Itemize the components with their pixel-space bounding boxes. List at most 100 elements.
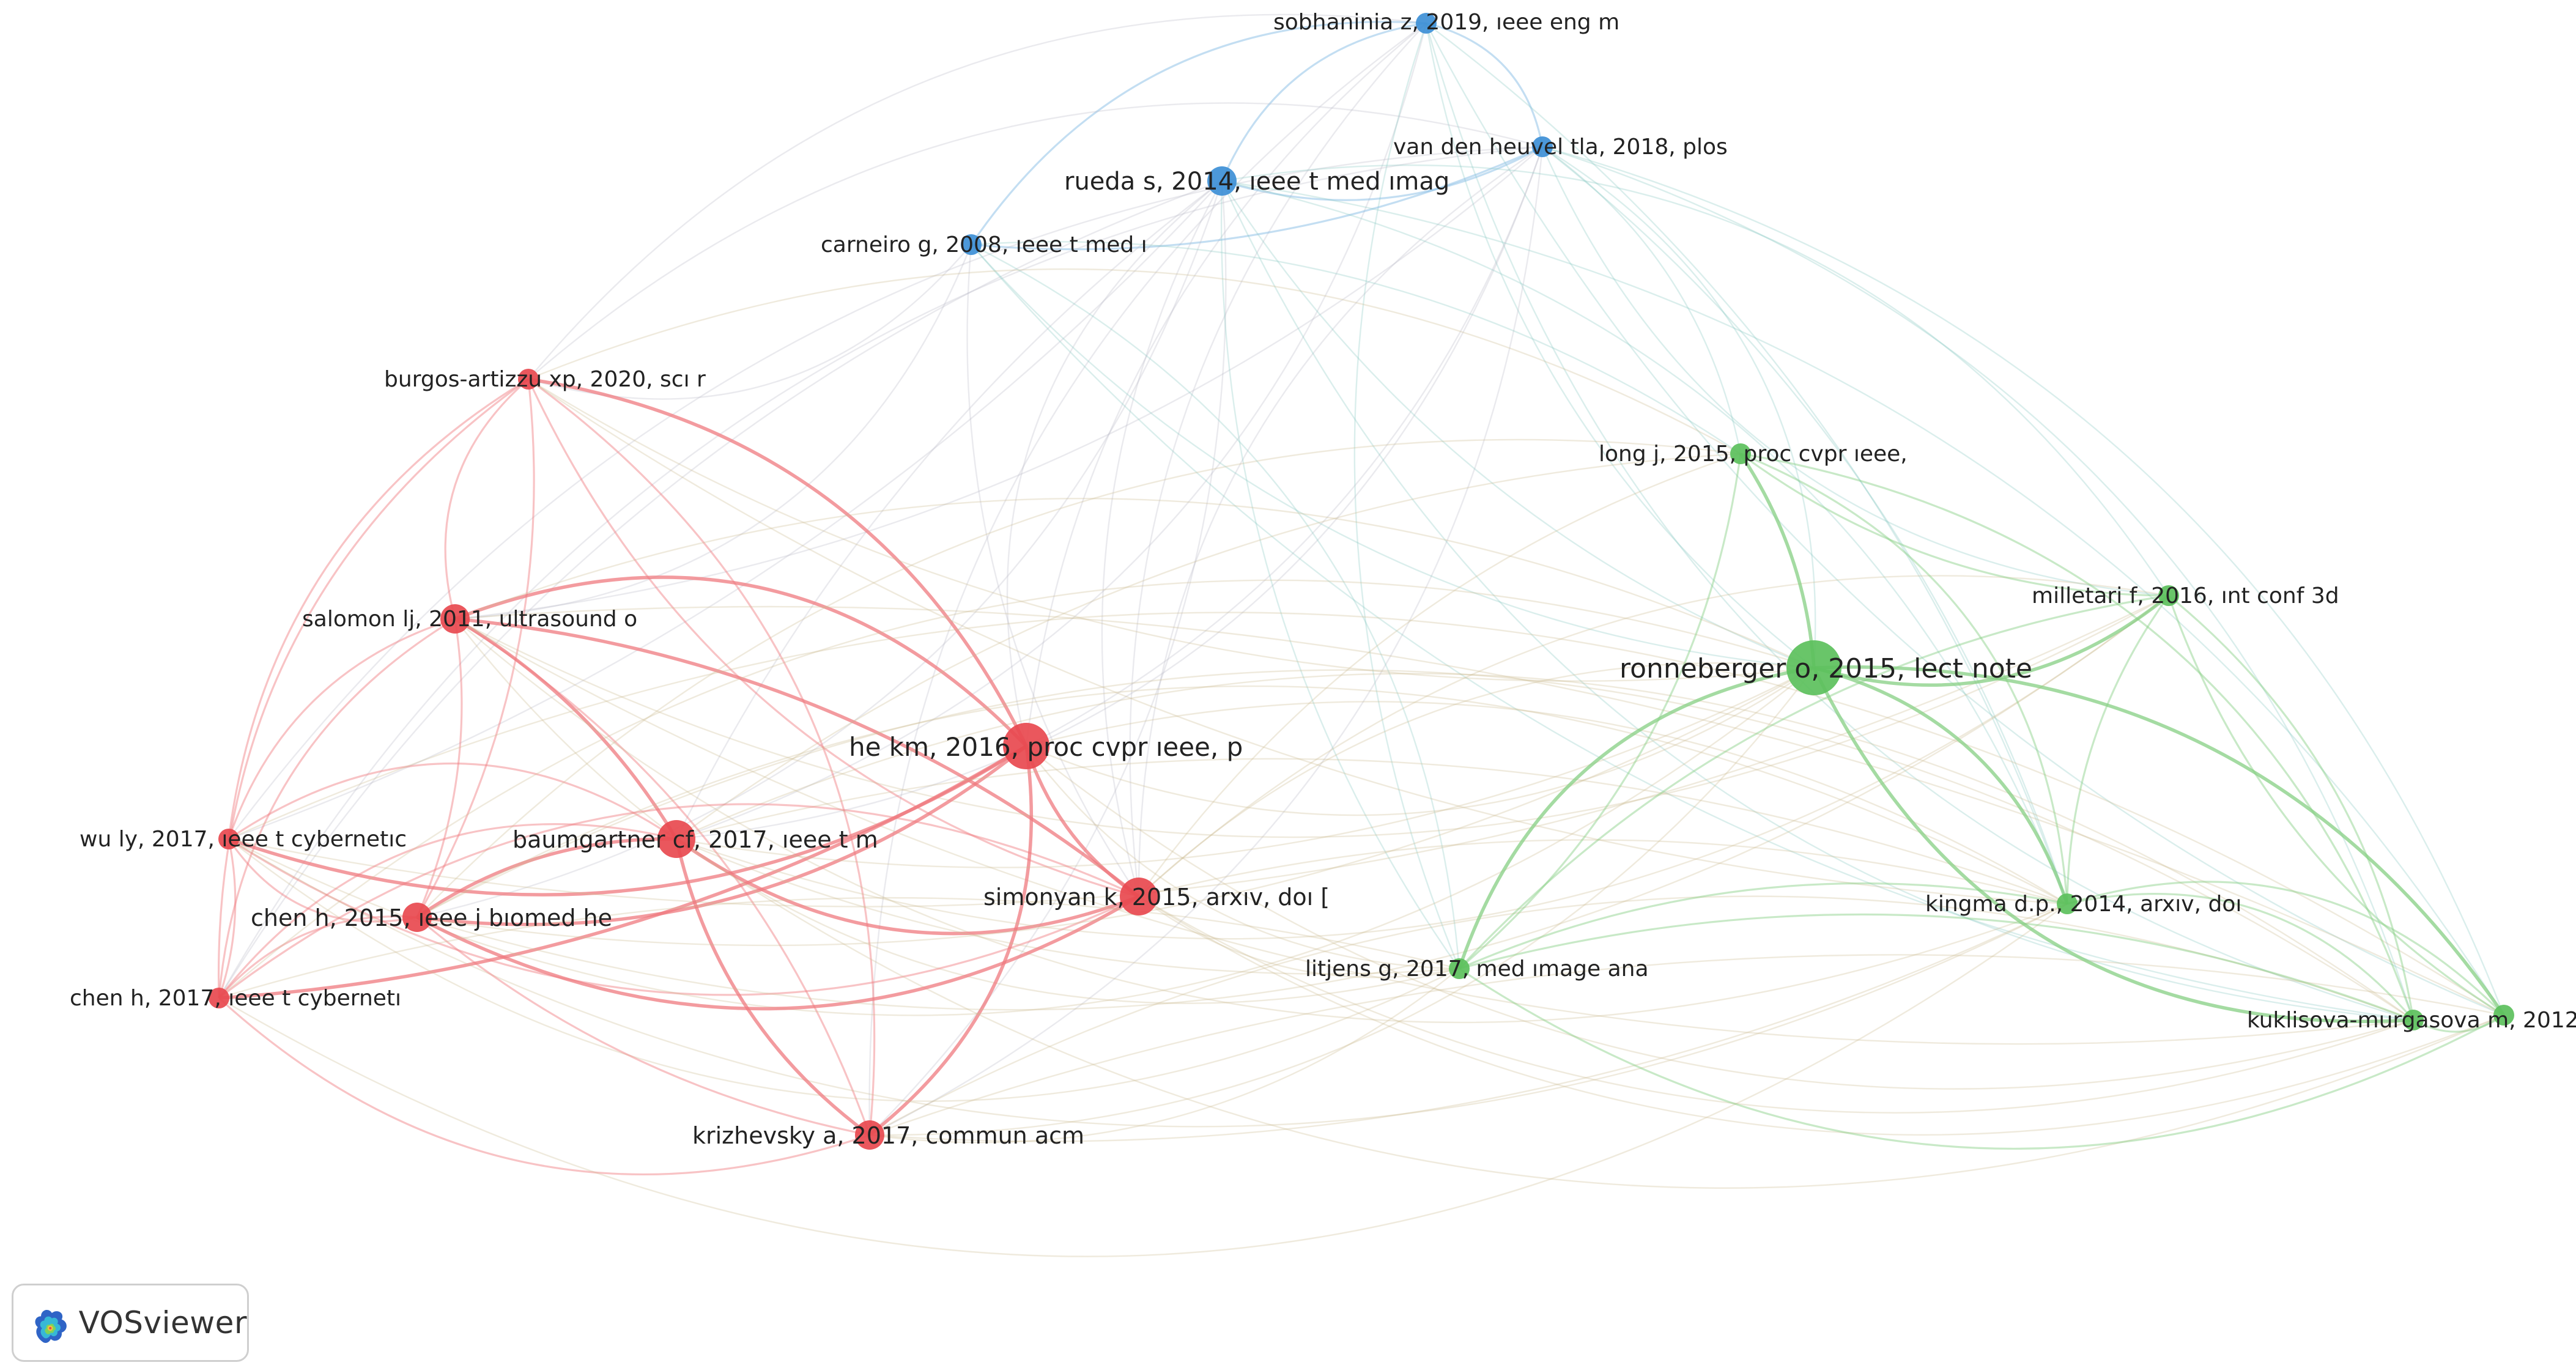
network-edge: [454, 618, 2414, 1045]
network-edge: [1221, 180, 2505, 1016]
network-node-kingma[interactable]: [2057, 893, 2078, 914]
network-edge: [970, 21, 1427, 245]
network-node-chen2015[interactable]: [402, 903, 432, 932]
network-edge: [1138, 896, 1460, 978]
network-edge: [1542, 146, 2415, 1021]
network-edge: [1813, 665, 2506, 1016]
network-edge: [218, 823, 677, 999]
network-edge: [1026, 745, 1460, 970]
network-edge: [1425, 23, 1815, 668]
network-edge: [1138, 146, 1543, 897]
network-edge: [228, 594, 2169, 908]
network-node-kuklisova[interactable]: [2403, 1010, 2424, 1030]
network-edge: [1006, 180, 1223, 747]
network-node-carneiro[interactable]: [961, 234, 982, 255]
network-edge: [869, 895, 2414, 1136]
network-edge: [869, 968, 1460, 1144]
network-edge: [416, 595, 2169, 1011]
network-edge: [1426, 23, 2068, 904]
network-edge: [528, 13, 1427, 380]
node-label-ronneberger: ronneberger o, 2015, lect note: [1619, 653, 2032, 684]
network-edge: [1542, 146, 2505, 1016]
network-edge: [1026, 701, 2068, 905]
network-edge: [869, 146, 1544, 1136]
node-label-salomon: salomon lj, 2011, ultrasound o: [302, 607, 637, 632]
network-edge: [971, 241, 1741, 454]
network-edge: [1138, 453, 1741, 897]
network-edge: [1138, 895, 2414, 1114]
network-edge: [1025, 23, 1427, 747]
node-label-burgos: burgos-artizzu xp, 2020, scı r: [384, 367, 706, 392]
network-edge: [2066, 595, 2170, 904]
network-edge: [1024, 745, 1140, 898]
node-label-rueda: rueda s, 2014, ıeee t med ımag: [1064, 168, 1449, 196]
network-edge: [1542, 146, 1816, 668]
network-edge: [454, 618, 2068, 1024]
network-edge: [416, 618, 463, 918]
node-label-carneiro: carneiro g, 2008, ıeee t med ı: [821, 232, 1147, 257]
network-edge: [228, 667, 1815, 1016]
network-node-rueda[interactable]: [1207, 166, 1237, 196]
network-edge: [218, 897, 1460, 999]
network-edge: [1740, 453, 2415, 1021]
network-edge: [2413, 1014, 2504, 1033]
network-edge: [971, 244, 2414, 1021]
network-edge: [528, 268, 1741, 455]
network-node-baumgartner[interactable]: [657, 820, 695, 858]
network-node-extra_green[interactable]: [2493, 1005, 2514, 1026]
network-edge: [675, 837, 1139, 936]
network-node-hekm[interactable]: [1003, 723, 1049, 769]
network-edge: [1812, 667, 2414, 1024]
network-edge: [527, 379, 1139, 898]
network-node-simonyan[interactable]: [1120, 878, 1158, 915]
network-node-vandenheuvel[interactable]: [1532, 136, 1553, 157]
network-edge: [454, 618, 871, 1136]
network-edge: [1458, 453, 1742, 970]
network-edge: [416, 837, 677, 919]
network-edge: [218, 997, 870, 1176]
network-node-sobhaninia[interactable]: [1416, 13, 1437, 34]
network-node-ronneberger[interactable]: [1786, 640, 1841, 695]
network-edge: [528, 377, 1028, 747]
network-node-chen2017[interactable]: [209, 988, 229, 1008]
network-edge: [676, 838, 2504, 1189]
network-node-burgos[interactable]: [518, 369, 539, 390]
network-edge: [416, 180, 1223, 919]
network-edge: [454, 244, 972, 620]
vosviewer-logo[interactable]: VOSviewer: [12, 1284, 249, 1362]
network-edge: [869, 667, 1815, 1136]
network-edge: [1026, 667, 1815, 816]
node-label-krizhevsky: krizhevsky a, 2017, commun acm: [692, 1122, 1084, 1149]
network-edge: [1740, 453, 2169, 597]
network-node-longj[interactable]: [1730, 443, 1751, 464]
network-edge: [228, 838, 2068, 1128]
network-node-wuly[interactable]: [218, 829, 239, 849]
network-edge: [1221, 146, 1543, 201]
network-edge: [869, 954, 2504, 1136]
network-edge: [1542, 146, 2068, 904]
network-edge: [218, 803, 1139, 999]
network-node-salomon[interactable]: [440, 604, 470, 634]
network-edge: [218, 903, 2068, 1257]
network-edge: [528, 378, 876, 1136]
network-edge: [1221, 180, 2068, 904]
network-edge: [676, 146, 1544, 840]
network-edge: [218, 618, 456, 999]
vosviewer-logo-text: VOSviewer: [78, 1305, 247, 1340]
network-edge: [1457, 666, 1815, 969]
network-node-krizhevsky[interactable]: [855, 1120, 884, 1150]
network-edge: [528, 378, 1815, 682]
node-label-hekm: he km, 2016, proc cvpr ıeee, p: [849, 732, 1243, 762]
network-edge: [416, 379, 535, 918]
node-label-kingma: kingma d.p., 2014, arxıv, doı: [1925, 892, 2241, 917]
network-edge: [454, 575, 1027, 747]
network-edge: [1138, 662, 1815, 897]
network-node-litjens[interactable]: [1449, 958, 1470, 979]
network-edge: [2067, 893, 2415, 1021]
node-label-milletari: milletari f, 2016, ınt conf 3d: [2032, 583, 2339, 608]
network-node-milletari[interactable]: [2158, 585, 2179, 606]
network-edge: [454, 594, 2169, 838]
network-edge: [971, 243, 1460, 969]
network-edge: [454, 618, 1460, 1004]
network-edge: [218, 838, 237, 999]
